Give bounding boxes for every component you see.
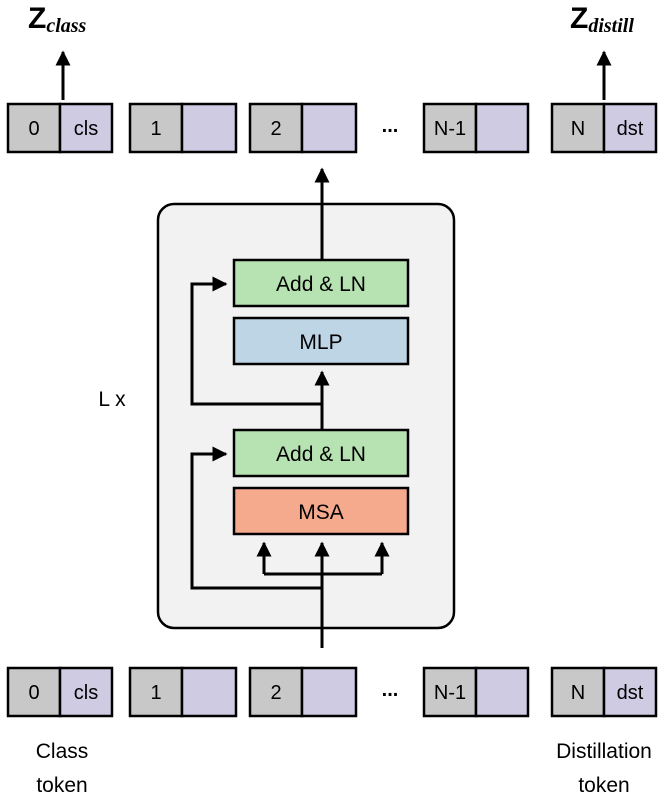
token-2: 2 <box>248 102 358 154</box>
token-2: 2 <box>248 666 358 718</box>
svg-text:Zclass: Zclass <box>28 2 87 37</box>
svg-text:MLP: MLP <box>299 331 342 354</box>
token-n-minus-1: N-1 <box>422 102 530 154</box>
svg-text:Add & LN: Add & LN <box>276 273 366 296</box>
token-1: 1 <box>128 666 238 718</box>
svg-text:MSA: MSA <box>298 501 344 524</box>
token-index: N <box>571 682 585 704</box>
token-tag: cls <box>74 682 98 704</box>
svg-text:Distillation: Distillation <box>556 740 652 763</box>
svg-text:Zdistill: Zdistill <box>570 2 634 37</box>
bottom-token-row: 0 cls 1 2 ... N-1 N dst <box>6 666 658 718</box>
token-index: N-1 <box>434 682 466 704</box>
msa-box: MSA <box>232 486 410 536</box>
token-tag: dst <box>617 682 644 704</box>
token-index: 0 <box>28 118 39 140</box>
token-index: 0 <box>28 682 39 704</box>
token-index: N-1 <box>434 118 466 140</box>
token-0-class: 0 cls <box>6 666 114 718</box>
class-token-caption: Class token <box>36 740 89 797</box>
token-ellipsis: ... <box>382 679 399 701</box>
distillation-token-caption: Distillation token <box>556 740 652 797</box>
svg-text:token: token <box>578 774 629 797</box>
mlp-box: MLP <box>232 316 410 366</box>
z-class-label: Zclass <box>28 2 87 37</box>
z-distill-label: Zdistill <box>570 2 634 37</box>
svg-text:Add & LN: Add & LN <box>276 443 366 466</box>
token-n-minus-1: N-1 <box>422 666 530 718</box>
token-n-distill: N dst <box>550 666 658 718</box>
token-index: 1 <box>150 118 161 140</box>
svg-text:token: token <box>36 774 87 797</box>
token-index: 1 <box>150 682 161 704</box>
repeat-label: L x <box>98 388 126 411</box>
token-tag: dst <box>617 118 644 140</box>
token-ellipsis: ... <box>382 115 399 137</box>
token-0-class: 0 cls <box>6 102 114 154</box>
token-1: 1 <box>128 102 238 154</box>
token-index: 2 <box>270 118 281 140</box>
add-ln-top-box: Add & LN <box>232 258 410 308</box>
token-index: 2 <box>270 682 281 704</box>
top-token-row: 0 cls 1 2 ... N-1 N dst <box>6 102 658 154</box>
token-index: N <box>571 118 585 140</box>
mlp-residual-arrow <box>190 276 322 406</box>
token-tag: cls <box>74 118 98 140</box>
msa-residual-arrow <box>190 446 322 590</box>
add-ln-bottom-box: Add & LN <box>232 428 410 478</box>
svg-text:Class: Class <box>36 740 89 763</box>
token-n-distill: N dst <box>550 102 658 154</box>
